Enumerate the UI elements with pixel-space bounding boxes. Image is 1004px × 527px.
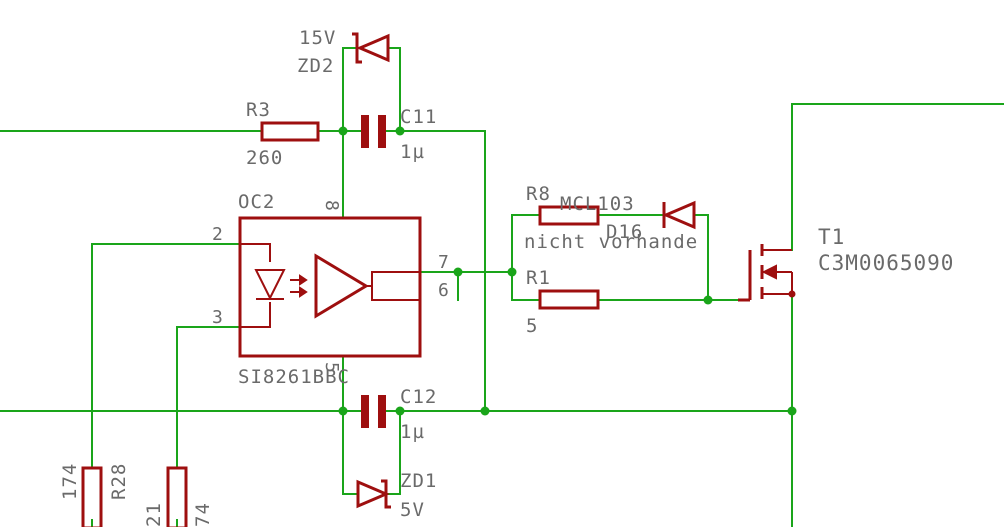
r3-name-label: R3 bbox=[246, 99, 271, 121]
oc2-pin-6: 6 bbox=[438, 280, 449, 301]
r8-value-label: MCL103 bbox=[560, 193, 635, 215]
zener-zd1-symbol bbox=[356, 479, 391, 509]
left-resistor-value-label: 74 bbox=[192, 502, 214, 527]
diode-d16-symbol bbox=[662, 200, 696, 230]
left-resistor-name-label: 21 bbox=[143, 502, 165, 527]
c11-name-label: C11 bbox=[400, 106, 437, 128]
t1-name-label: T1 bbox=[818, 225, 845, 249]
resistor-r8-symbol bbox=[538, 205, 600, 226]
r3-value-label: 260 bbox=[246, 147, 283, 169]
capacitor-c12-symbol bbox=[361, 395, 386, 428]
resistor-r3-symbol bbox=[260, 121, 320, 142]
r1-name-label: R1 bbox=[526, 267, 551, 289]
zd1-value-label: 5V bbox=[400, 499, 425, 521]
r28-value-label: 174 bbox=[59, 463, 81, 500]
oc2-pin-8: 8 bbox=[321, 200, 342, 211]
oc2-pin-3: 3 bbox=[212, 307, 223, 328]
oc2-pin-5: 5 bbox=[321, 362, 342, 373]
zener-zd2-symbol bbox=[352, 32, 390, 64]
resistor-left-bottom-symbol bbox=[166, 466, 188, 527]
capacitor-c11-symbol bbox=[361, 115, 386, 148]
junctions bbox=[338, 126, 797, 416]
r8-name-label: R8 bbox=[526, 183, 551, 205]
r1-value-label: 5 bbox=[526, 315, 538, 337]
zd2-value-label: 15V bbox=[299, 27, 336, 49]
d16-name-label: D16 bbox=[606, 221, 643, 243]
zd2-name-label: ZD2 bbox=[297, 55, 334, 77]
zd1-name-label: ZD1 bbox=[400, 470, 437, 492]
oc2-name-label: OC2 bbox=[238, 191, 275, 213]
oc2-part-label: SI8261BBC bbox=[238, 366, 350, 388]
oc2-pin-7: 7 bbox=[438, 252, 449, 273]
optocoupler-oc2-symbol bbox=[238, 216, 422, 358]
c12-name-label: C12 bbox=[400, 386, 437, 408]
oc2-pin-2: 2 bbox=[212, 224, 223, 245]
mosfet-t1-symbol bbox=[738, 244, 796, 302]
wires bbox=[0, 47, 1004, 527]
c12-value-label: 1µ bbox=[400, 421, 425, 443]
resistor-r1-symbol bbox=[538, 289, 600, 310]
resistor-r28-symbol bbox=[81, 466, 103, 527]
c11-value-label: 1µ bbox=[400, 141, 425, 163]
r28-name-label: R28 bbox=[108, 463, 130, 500]
t1-part-label: C3M0065090 bbox=[818, 251, 954, 275]
d16-note-label: nicht vorhande bbox=[524, 231, 698, 253]
